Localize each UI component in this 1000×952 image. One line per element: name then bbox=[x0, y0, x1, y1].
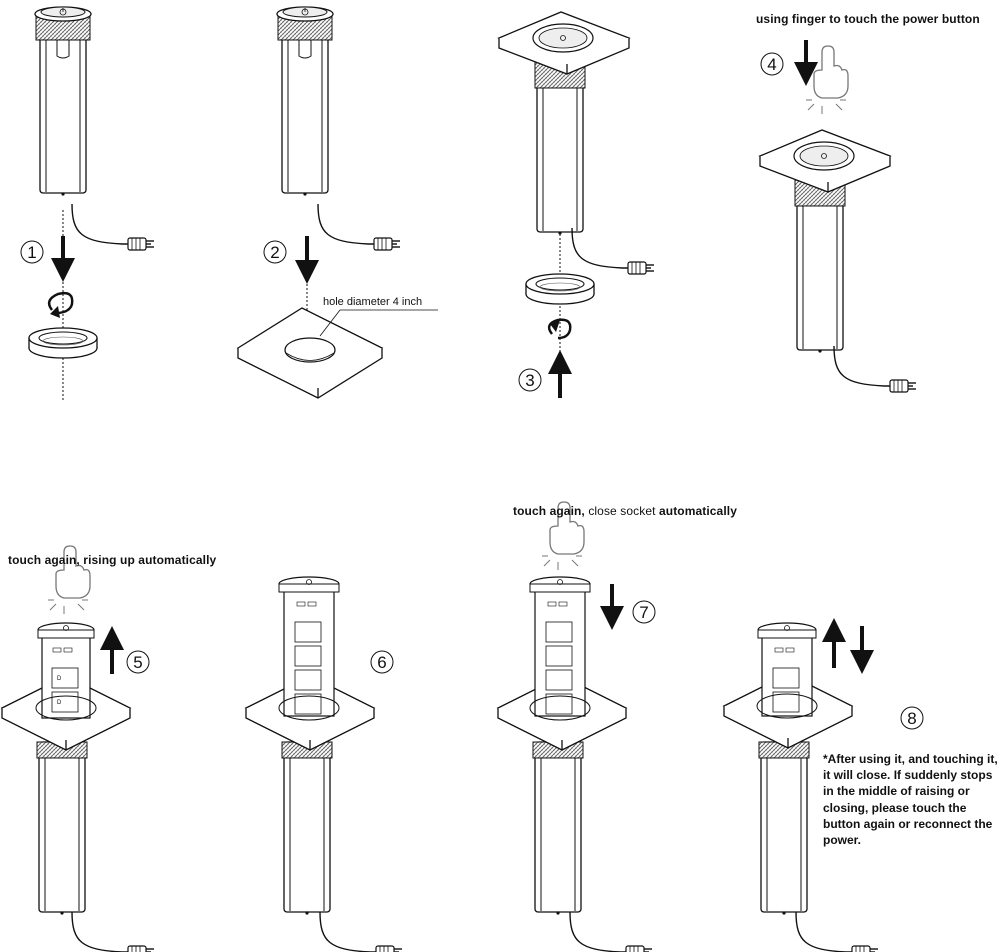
step-4-illustration: 4 bbox=[758, 40, 917, 393]
step-6-illustration: 6 bbox=[245, 576, 403, 952]
step-2-number-text: 2 bbox=[270, 243, 279, 262]
hole-diameter-label: hole diameter 4 inch bbox=[323, 296, 423, 308]
step-2-number bbox=[263, 240, 287, 264]
step-1-number bbox=[20, 240, 44, 264]
step-5-illustration: D D 5 bbox=[1, 545, 155, 952]
step-7-caption-a: touch again, bbox=[513, 504, 585, 518]
outlet-label: D bbox=[57, 676, 62, 682]
step-8-illustration: 8 bbox=[723, 618, 924, 952]
step-5-number bbox=[126, 650, 150, 674]
step-5-caption: touch again, rising up automatically bbox=[8, 553, 217, 567]
step-2-illustration: 2 bbox=[236, 6, 438, 399]
step-4-number bbox=[760, 52, 784, 76]
step-1-illustration: 1 bbox=[20, 6, 155, 400]
step-1-number-text: 1 bbox=[27, 243, 36, 262]
step-3-number-text: 3 bbox=[525, 371, 534, 390]
step-6-number-text: 6 bbox=[377, 653, 386, 672]
step-5-number-text: 5 bbox=[133, 653, 142, 672]
step-8-number bbox=[900, 706, 924, 730]
outlet-label: D bbox=[57, 700, 62, 706]
step-7-caption-c: automatically bbox=[658, 504, 737, 518]
step-3-number bbox=[518, 368, 542, 392]
step-7-number bbox=[632, 600, 656, 624]
step-4-number-text: 4 bbox=[767, 55, 776, 74]
step-6-number bbox=[370, 650, 394, 674]
step-4-caption: using finger to touch the power button bbox=[756, 12, 980, 26]
step-8-number-text: 8 bbox=[907, 709, 916, 728]
step-3-illustration: 3 bbox=[497, 11, 655, 398]
step-7-number-text: 7 bbox=[639, 603, 648, 622]
closing-note: *After using it, and touching it, it wil… bbox=[823, 752, 998, 848]
step-7-caption-b: close socket bbox=[588, 504, 656, 518]
step-7-caption: touch again, close socket automatically bbox=[513, 504, 737, 518]
step-7-illustration: 7 bbox=[497, 501, 656, 952]
